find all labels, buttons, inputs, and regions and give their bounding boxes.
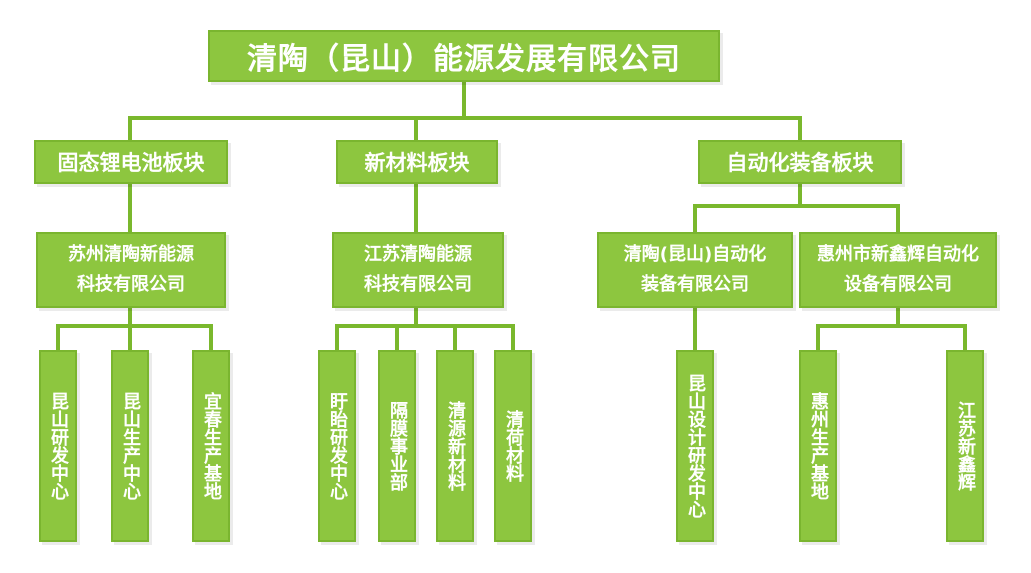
company-name-line: 科技有限公司 [364, 274, 472, 295]
root-company: 清陶（昆山）能源发展有限公司 [208, 30, 720, 82]
division-solid-state-battery: 固态锂电池板块 [34, 140, 228, 184]
company-jiangsu-qingtao: 江苏清陶能源 科技有限公司 [332, 232, 504, 308]
unit-kunshan-rd-center: 昆山研发中心 [39, 350, 77, 542]
unit-jiangsu-xinxinhui: 江苏新鑫辉 [946, 350, 984, 542]
company-qingtao-kunshan-automation-name: 清陶(昆山)自动化 装备有限公司 [624, 240, 766, 300]
company-name-line: 苏州清陶新能源 [68, 244, 194, 265]
unit-kunshan-design-rd-center: 昆山设计研发中心 [676, 350, 714, 542]
company-name-line: 装备有限公司 [640, 274, 749, 295]
connector-automation-division [693, 182, 900, 234]
company-suzhou-qingtao-name: 苏州清陶新能源 科技有限公司 [68, 240, 194, 300]
division-automation-equipment: 自动化装备板块 [698, 140, 902, 184]
connector-root-to-divisions [128, 80, 802, 142]
unit-xuyi-rd-center: 盱眙研发中心 [318, 350, 356, 542]
company-suzhou-qingtao: 苏州清陶新能源 科技有限公司 [36, 232, 226, 308]
company-name-line: 惠州市新鑫辉自动化 [817, 244, 979, 265]
company-name-line: 设备有限公司 [844, 274, 952, 295]
unit-yichun-production-base: 宜春生产基地 [192, 350, 230, 542]
company-huizhou-xinxinhui: 惠州市新鑫辉自动化 设备有限公司 [799, 232, 997, 308]
connector-huizhou-units [816, 306, 967, 352]
unit-qinghe-materials: 清荷材料 [494, 350, 532, 542]
connector-jiangsu-units [335, 306, 515, 352]
unit-qingyuan-new-materials: 清源新材料 [436, 350, 474, 542]
company-name-line: 江苏清陶能源 [364, 244, 472, 265]
connector-suzhou-units [56, 306, 213, 352]
company-name-line: 科技有限公司 [77, 274, 185, 295]
unit-huizhou-production-base: 惠州生产基地 [799, 350, 837, 542]
company-jiangsu-qingtao-name: 江苏清陶能源 科技有限公司 [364, 240, 472, 300]
unit-separator-division: 隔膜事业部 [378, 350, 416, 542]
company-huizhou-xinxinhui-name: 惠州市新鑫辉自动化 设备有限公司 [817, 240, 979, 300]
unit-kunshan-production-center: 昆山生产中心 [111, 350, 149, 542]
division-new-materials: 新材料板块 [336, 140, 498, 184]
company-name-line: 清陶(昆山)自动化 [623, 244, 767, 265]
company-qingtao-kunshan-automation: 清陶(昆山)自动化 装备有限公司 [597, 232, 793, 308]
